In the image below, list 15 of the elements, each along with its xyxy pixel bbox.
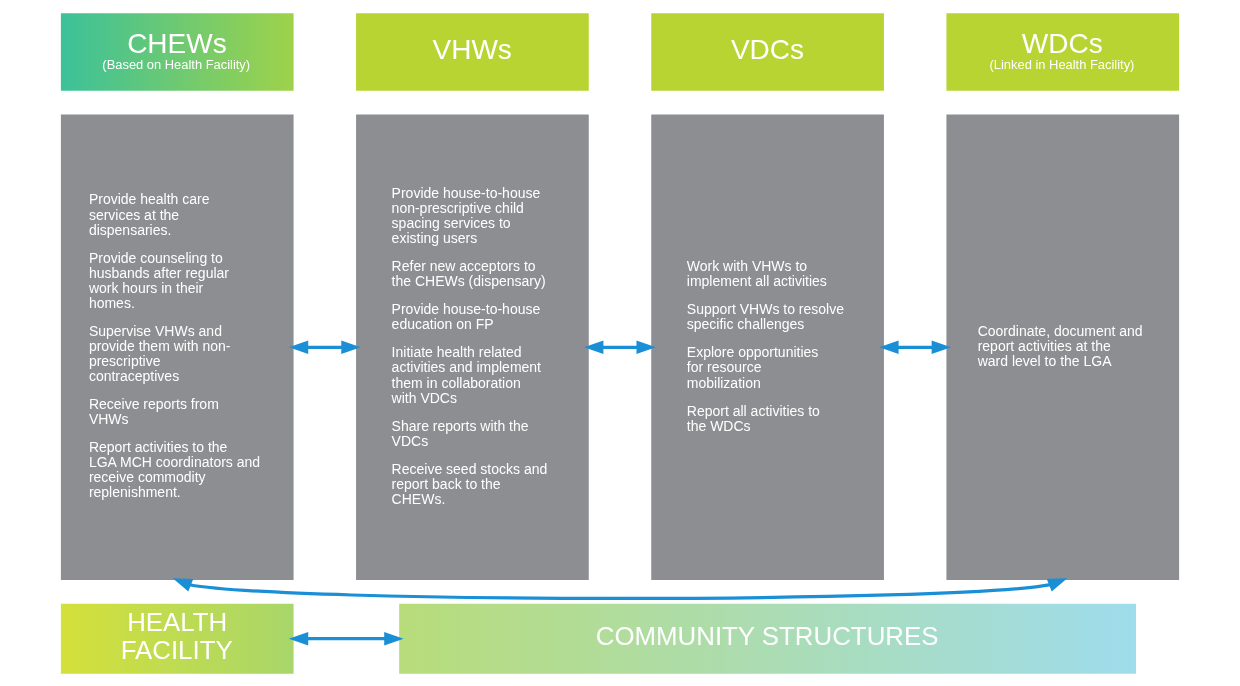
node-box: HEALTH FACILITY [60,603,294,674]
arrow [584,339,656,354]
node-box: VDCs [651,12,884,91]
node-box: COMMUNITY STRUCTURES [399,603,1136,674]
node-box: VHWs [356,12,589,91]
arrow [288,339,361,354]
node-box: Work with VHWs to implement all activities Support VHWs to resolve specific challenges Explore opportunities for resource mobilization Report all activities to the WDCs [651,114,884,580]
node-box: CHEWs (Based on Health Facility) [60,12,294,91]
node-box: Provide house-to-house non-prescriptive child spacing services to existing users Refer new acceptors to the CHEWs (dispensary) Provide house-to-house education on FP Initiate health related activities and implement them in collaboration with VDCs Share reports with the VDCs Receive seed stocks and report back to the CHEWs. [356,114,589,580]
arrow [288,631,404,645]
node-box: Provide health care services at the dispensaries. Provide counseling to husbands after regular work hours in their homes. Supervise VHWs and provide them with non-prescriptive contraceptives Receive reports from VHWs Report activities to the LGA MCH coordinators and receive commodity replenishment. [60,114,294,580]
node-box: Coordinate, document and report activities at the ward level to the LGA [946,114,1180,580]
node-box: WDCs (Linked in Health Facility) [946,12,1180,91]
arrow [172,577,1068,600]
arrow [879,339,952,354]
